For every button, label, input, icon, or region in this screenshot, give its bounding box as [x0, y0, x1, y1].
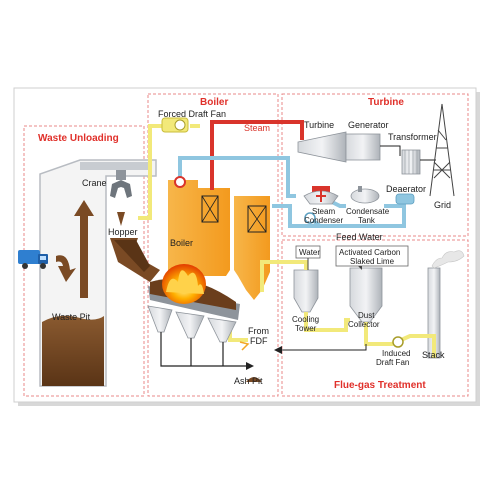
condensate-tank	[350, 186, 380, 204]
generator-body	[345, 133, 381, 161]
boiler-frame	[147, 93, 279, 397]
label-dust-collector-2: Collector	[348, 320, 380, 329]
label-feed-water: Feed Water	[336, 232, 383, 242]
label-induced-draft-fan-1: Induced	[382, 349, 410, 358]
label-grid: Grid	[434, 200, 451, 210]
label-forced-draft-fan: Forced Draft Fan	[158, 109, 226, 119]
transformer-body	[401, 149, 421, 175]
label-steam-condenser-2: Condenser	[304, 216, 343, 225]
label-waste-pit: Waste Pit	[52, 312, 91, 322]
ash-hoppers	[147, 305, 237, 343]
return-line	[282, 344, 367, 351]
label-deaerator: Deaerator	[386, 184, 426, 194]
induced-draft-fan-icon	[392, 336, 404, 348]
grid-tower-icon	[429, 103, 455, 197]
label-cooling-tower-2: Tower	[295, 324, 317, 333]
section-title-flue-gas: Flue-gas Treatment	[334, 380, 426, 391]
fdf-arrow	[239, 341, 250, 351]
label-generator: Generator	[348, 120, 389, 130]
forced-draft-fan-icon	[161, 117, 189, 133]
label-slaked-lime: Slaked Lime	[350, 257, 395, 266]
economizer-left	[201, 195, 219, 223]
crane-trolley	[116, 170, 126, 180]
label-turbine: Turbine	[304, 120, 334, 130]
section-frames	[23, 93, 469, 397]
label-cooling-tower-1: Cooling	[292, 315, 319, 324]
label-condensate-tank-1: Condensate	[346, 207, 390, 216]
turbine-wire	[380, 145, 401, 156]
waste-pile-arrow	[56, 255, 76, 282]
label-transformer: Transformer	[388, 132, 437, 142]
up-arrow-shaft	[80, 214, 88, 298]
crane-rail	[80, 162, 152, 170]
waste-building	[39, 159, 157, 387]
deaerator	[395, 193, 415, 205]
label-from-fdf-1: From	[248, 326, 269, 336]
section-title-boiler: Boiler	[200, 97, 228, 108]
waste-pit	[42, 315, 104, 386]
label-water: Water	[299, 248, 320, 257]
label-from-fdf-2: FDF	[250, 336, 268, 346]
economizer-right	[247, 205, 267, 233]
lime-feed-arrow	[358, 266, 362, 270]
label-induced-draft-fan-2: Draft Fan	[376, 358, 409, 367]
label-boiler: Boiler	[170, 238, 193, 248]
ash-pile	[246, 377, 262, 382]
flue-gas-equipment	[293, 245, 465, 359]
crane-grab	[110, 180, 132, 198]
label-stack: Stack	[422, 350, 445, 360]
stack-smoke	[431, 250, 465, 269]
label-crane: Crane	[82, 178, 107, 188]
fire-flames	[166, 270, 204, 294]
up-arrow-head	[74, 200, 94, 216]
boiler	[148, 180, 270, 320]
ash-arrow	[246, 362, 254, 370]
return-arrow	[274, 346, 282, 354]
label-steam: Steam	[244, 123, 270, 133]
turbine-frame	[281, 93, 469, 237]
label-dust-collector-1: Dust	[358, 311, 375, 320]
flue-gas-frame	[281, 239, 469, 397]
water-pipes	[178, 156, 406, 228]
section-title-turbine: Turbine	[368, 97, 404, 108]
condenser	[303, 186, 339, 205]
carbon-lime-box	[335, 245, 409, 267]
ash-lines	[160, 332, 250, 367]
truck-icon	[18, 250, 48, 269]
feed-water-pump	[304, 212, 316, 224]
section-title-waste-unloading: Waste Unloading	[38, 133, 119, 144]
turbine-body	[297, 131, 347, 163]
label-ash-pit: Ash Pit	[234, 376, 263, 386]
label-condensate-tank-2: Tank	[358, 216, 376, 225]
boiler-body	[168, 180, 230, 276]
label-activated-carbon: Activated Carbon	[339, 248, 400, 257]
hopper-waste-flow	[114, 240, 150, 272]
turbine	[297, 131, 436, 175]
label-hopper: Hopper	[108, 227, 138, 237]
cooling-tower	[293, 269, 319, 313]
dust-collector	[349, 267, 383, 323]
label-steam-condenser-1: Steam	[312, 207, 335, 216]
down-arrow-head	[117, 212, 125, 226]
water-drum	[174, 176, 186, 188]
